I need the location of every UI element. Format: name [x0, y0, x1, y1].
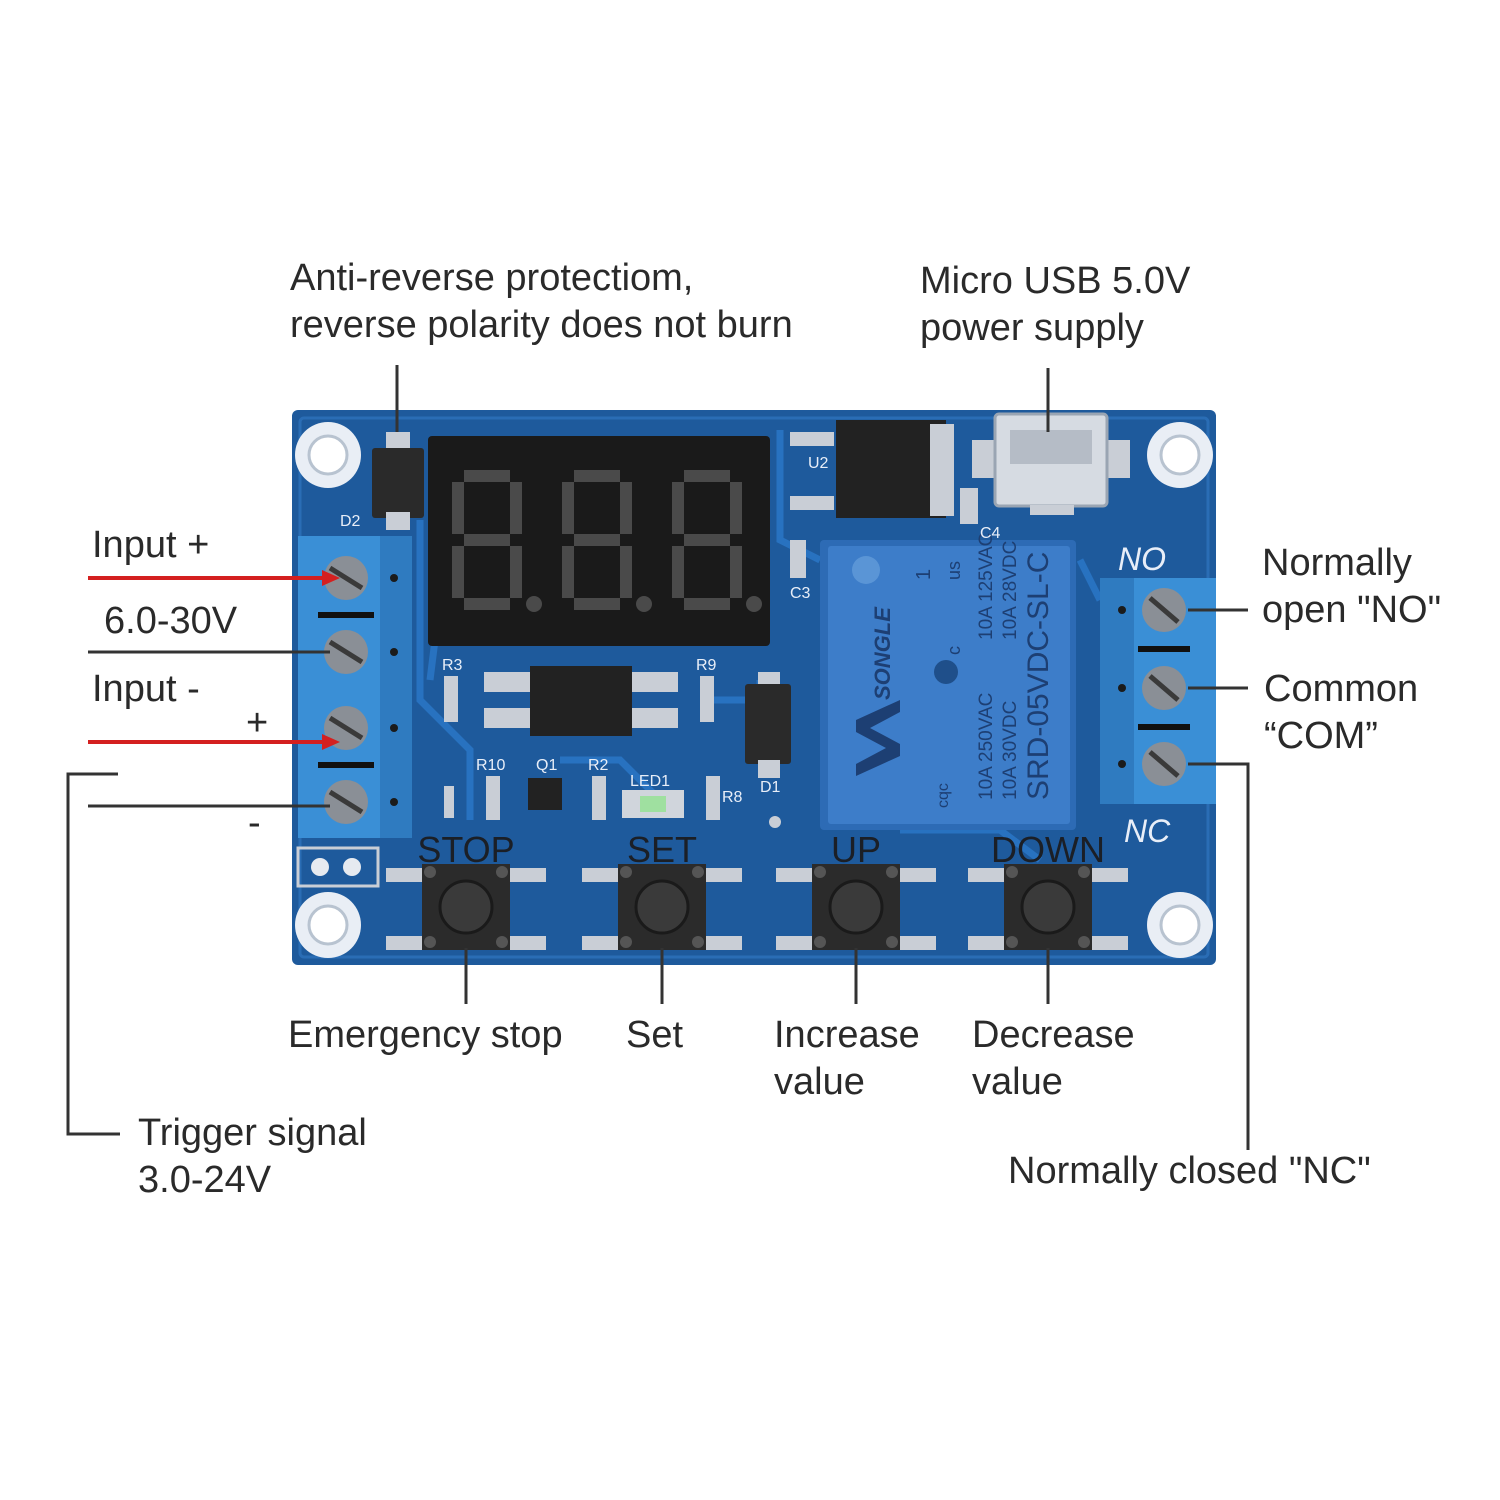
callout-emergency-stop: Emergency stop — [288, 1014, 563, 1056]
input-terminal-block — [298, 536, 412, 838]
silk-d1: D1 — [760, 779, 781, 796]
callout-anti-reverse-line2: reverse polarity does not burn — [290, 304, 793, 346]
transistor-q1 — [528, 778, 562, 810]
relay-r0: 10A 250VAC — [976, 693, 997, 800]
optocoupler — [484, 666, 678, 736]
display-digit-2 — [562, 470, 652, 612]
relay-brand: SONGLE — [870, 606, 895, 700]
mounting-holes — [295, 422, 1213, 958]
relay: SONGLE SRD-05VDC-SL-C 10A 250VAC 10A 30V… — [820, 533, 1076, 830]
callout-common-line1: Common — [1264, 668, 1419, 710]
relay-r1: 10A 30VDC — [1000, 701, 1021, 800]
silk-led1: LED1 — [630, 773, 670, 790]
display-digit-1 — [452, 470, 542, 612]
callout-normally-closed: Normally closed "NC" — [1008, 1150, 1371, 1192]
diode-d1 — [745, 672, 791, 778]
songle-logo — [856, 700, 900, 776]
silk-button-label-stop: STOP — [417, 829, 514, 870]
led1 — [622, 790, 684, 818]
silk-u2: U2 — [808, 455, 829, 472]
relay-r3: 10A 28VDC — [1000, 541, 1021, 640]
button-stop[interactable] — [386, 864, 546, 950]
callout-trigger-signal-line2: 3.0-24V — [138, 1159, 272, 1201]
button-set[interactable] — [582, 864, 742, 950]
button-down[interactable] — [968, 864, 1128, 950]
callout-common-line2: “COM” — [1264, 715, 1378, 757]
tact-buttons: STOP SET UP DOWN — [386, 829, 1128, 950]
callout-set: Set — [626, 1014, 684, 1056]
relay-terminal-block — [1100, 578, 1216, 804]
silk-r2: R2 — [588, 757, 609, 774]
input-screws — [324, 556, 368, 824]
silk-r9: R9 — [696, 657, 717, 674]
callout-anti-reverse: Anti-reverse protectiom, reverse polarit… — [290, 255, 793, 349]
callout-trigger-signal-line1: Trigger signal — [138, 1112, 367, 1154]
callout-normally-open-line2: open "NO" — [1262, 589, 1442, 631]
callout-input-voltage: 6.0-30V — [104, 600, 238, 642]
relay-m0: cqc — [935, 783, 952, 808]
callout-micro-usb: Micro USB 5.0V power supply — [920, 258, 1190, 352]
silk-r8: R8 — [722, 789, 743, 806]
regulator-u2 — [790, 420, 954, 518]
callout-anti-reverse-line1: Anti-reverse protectiom, — [290, 257, 694, 299]
relay-r2: 10A 125VAC — [976, 533, 997, 640]
callout-trigger-plus: + — [246, 702, 269, 744]
silk-no: NO — [1118, 541, 1166, 577]
silk-button-label-set: SET — [627, 829, 697, 870]
silk-d2: D2 — [340, 513, 361, 530]
callout-common: Common “COM” — [1264, 666, 1418, 760]
pin-header — [296, 846, 380, 888]
silk-c4: C4 — [980, 525, 1001, 542]
silk-c3: C3 — [790, 585, 811, 602]
button-up[interactable] — [776, 864, 936, 950]
silk-r3: R3 — [442, 657, 463, 674]
seven-segment-display — [428, 436, 770, 646]
callout-increase: Increase value — [774, 1012, 920, 1106]
relay-m3: 1 — [913, 569, 935, 580]
silkscreen-labels: D2 U2 C3 C4 R3 R9 R10 Q1 R2 LED1 R8 D1 N… — [340, 455, 1171, 849]
silk-button-label-down: DOWN — [991, 829, 1105, 870]
leader-lines — [66, 365, 1250, 1150]
callout-increase-line1: Increase — [774, 1014, 920, 1056]
relay-text: SONGLE SRD-05VDC-SL-C 10A 250VAC 10A 30V… — [870, 533, 1055, 808]
callout-input-minus: Input - — [92, 668, 200, 710]
silk-q1: Q1 — [536, 757, 557, 774]
callout-increase-line2: value — [774, 1061, 865, 1103]
smd-resistors — [444, 676, 720, 820]
callout-trigger-signal: Trigger signal 3.0-24V — [138, 1110, 367, 1204]
callout-decrease: Decrease value — [972, 1012, 1135, 1106]
callout-decrease-line2: value — [972, 1061, 1063, 1103]
callout-micro-usb-line1: Micro USB 5.0V — [920, 260, 1191, 302]
silk-r10: R10 — [476, 757, 505, 774]
display-digit-3 — [672, 470, 762, 612]
silk-button-label-up: UP — [831, 829, 881, 870]
callout-normally-open-line1: Normally — [1262, 542, 1412, 584]
micro-usb-port — [972, 412, 1130, 515]
callout-normally-open: Normally open "NO" — [1262, 540, 1441, 634]
callout-input-plus: Input + — [92, 524, 210, 566]
relay-m2: us — [944, 561, 964, 580]
relay-m1: c — [944, 646, 964, 655]
relay-model: SRD-05VDC-SL-C — [1022, 552, 1055, 800]
silk-nc: NC — [1124, 813, 1171, 849]
callout-decrease-line1: Decrease — [972, 1014, 1135, 1056]
callout-micro-usb-line2: power supply — [920, 307, 1144, 349]
callout-trigger-minus: - — [248, 802, 261, 844]
diode-d2 — [372, 432, 424, 530]
